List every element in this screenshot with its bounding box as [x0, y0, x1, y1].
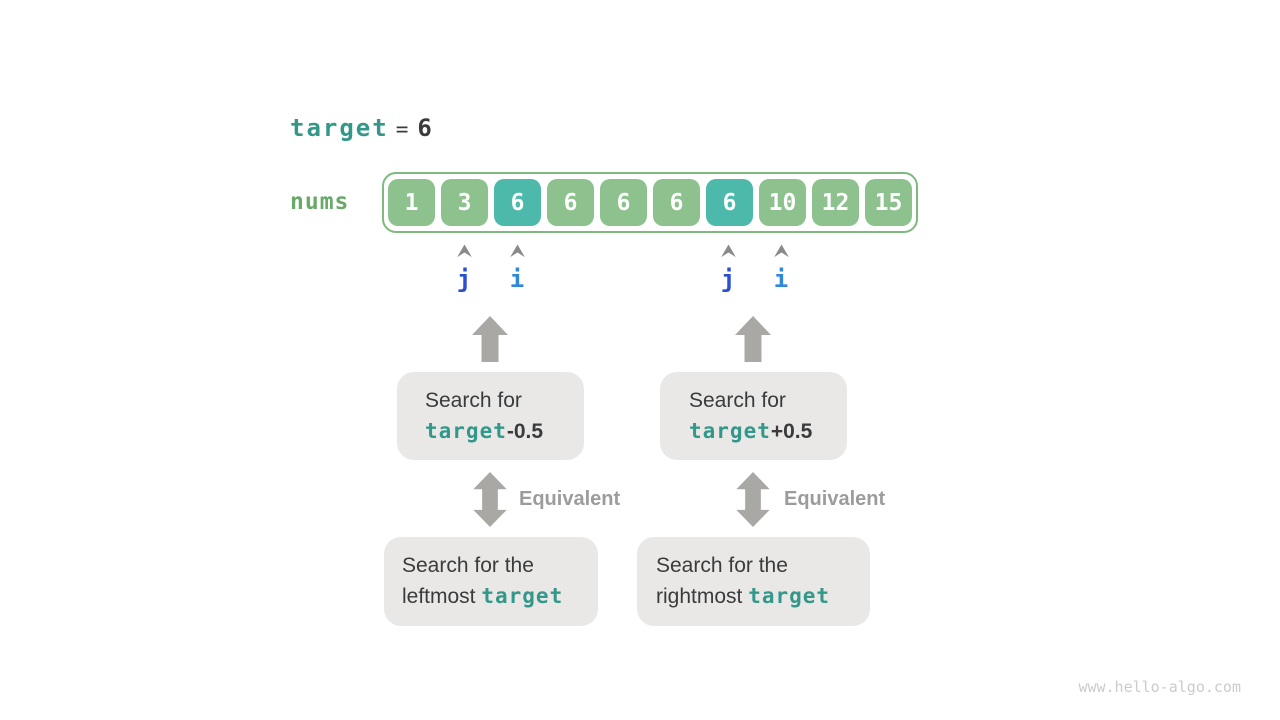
- caret-up-icon: [774, 244, 789, 258]
- array-cell-0: 1: [388, 179, 435, 226]
- array-cell-7: 10: [759, 179, 806, 226]
- search-offset: +0.5: [770, 419, 813, 443]
- equivalent-label-left: Equivalent: [519, 488, 621, 510]
- target-keyword: target: [748, 584, 831, 608]
- array-cell-3: 6: [547, 179, 594, 226]
- array-cell-9: 15: [865, 179, 912, 226]
- cell-value: 3: [457, 189, 472, 216]
- pointer-i-right: i: [773, 265, 789, 293]
- cell-value: 1: [404, 189, 419, 216]
- cell-value: 6: [563, 189, 578, 216]
- search-text: Search for: [425, 388, 522, 412]
- result-text: Search for the: [656, 554, 788, 577]
- cell-value: 6: [669, 189, 684, 216]
- pointer-i-left: i: [509, 265, 525, 293]
- watermark: www.hello-algo.com: [1078, 678, 1241, 696]
- target-variable: target: [290, 114, 389, 142]
- array-cell-2: 6: [494, 179, 541, 226]
- search-text: Search for: [689, 388, 786, 412]
- target-keyword: target: [481, 584, 564, 608]
- equals-sign: =: [395, 117, 411, 141]
- cell-value: 6: [616, 189, 631, 216]
- nums-array: 1 3 6 6 6 6 6 10 12 15: [382, 172, 918, 233]
- double-arrow-icon: [736, 472, 770, 527]
- result-prefix: rightmost: [656, 585, 749, 608]
- cell-value: 15: [874, 189, 903, 216]
- nums-array-label: nums: [290, 189, 350, 215]
- array-cell-8: 12: [812, 179, 859, 226]
- cell-value: 10: [768, 189, 797, 216]
- result-text: Search for the: [402, 554, 534, 577]
- arrow-up-icon: [735, 316, 771, 362]
- result-prefix: leftmost: [402, 585, 482, 608]
- result-box-right: Search for the rightmost target: [637, 537, 870, 626]
- cell-value: 6: [510, 189, 525, 216]
- arrow-up-icon: [472, 316, 508, 362]
- search-offset: -0.5: [506, 419, 544, 443]
- double-arrow-icon: [473, 472, 507, 527]
- result-box-line2: leftmost target: [402, 581, 598, 612]
- search-box-left: Search for target-0.5: [397, 372, 584, 460]
- caret-up-icon: [457, 244, 472, 258]
- target-value: 6: [417, 114, 434, 142]
- array-cell-1: 3: [441, 179, 488, 226]
- result-box-left: Search for the leftmost target: [384, 537, 598, 626]
- cell-value: 6: [722, 189, 737, 216]
- target-assignment: target=6: [290, 113, 434, 144]
- pointer-j-right: j: [720, 265, 736, 293]
- result-box-line1: Search for the: [402, 551, 598, 581]
- cell-value: 12: [821, 189, 850, 216]
- search-box-line2: target+0.5: [689, 416, 847, 447]
- search-box-right: Search for target+0.5: [660, 372, 847, 460]
- search-box-line2: target-0.5: [425, 416, 584, 447]
- array-cell-5: 6: [653, 179, 700, 226]
- search-box-line1: Search for: [425, 386, 584, 416]
- target-keyword: target: [689, 418, 771, 443]
- caret-up-icon: [510, 244, 525, 258]
- result-box-line2: rightmost target: [656, 581, 870, 612]
- array-cell-6: 6: [706, 179, 753, 226]
- target-keyword: target: [425, 418, 507, 443]
- result-box-line1: Search for the: [656, 551, 870, 581]
- pointer-j-left: j: [456, 265, 472, 293]
- caret-up-icon: [721, 244, 736, 258]
- array-cell-4: 6: [600, 179, 647, 226]
- search-box-line1: Search for: [689, 386, 847, 416]
- equivalent-label-right: Equivalent: [784, 488, 886, 510]
